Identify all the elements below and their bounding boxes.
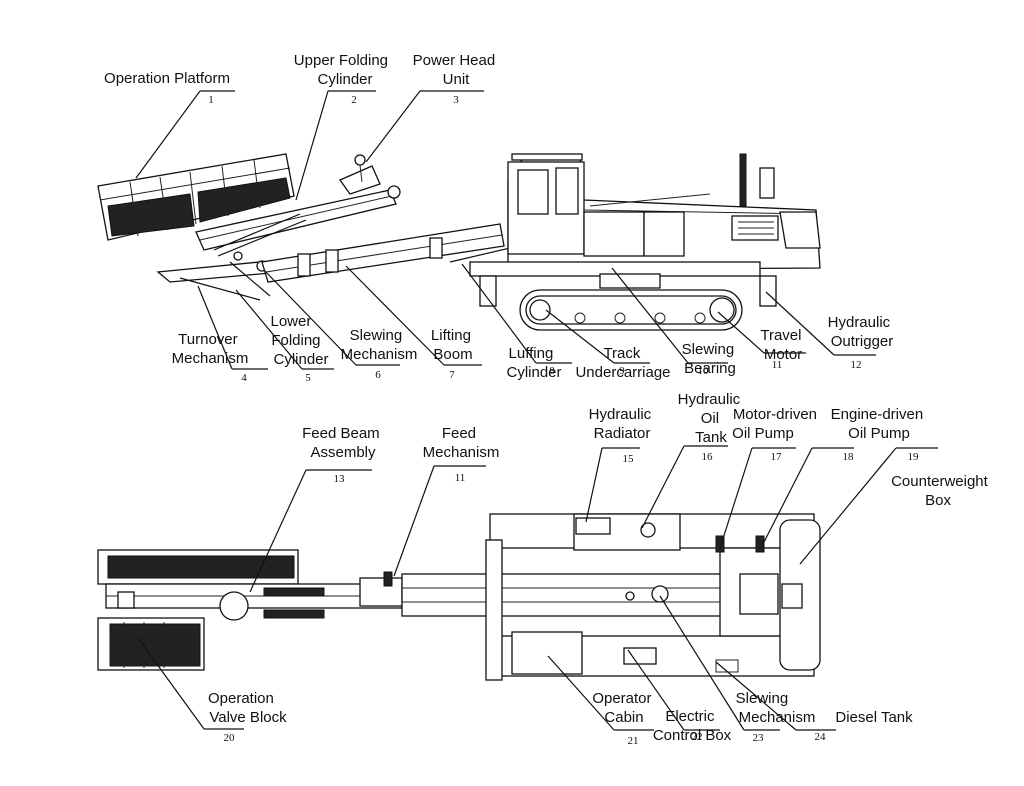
callout-number: 18 — [843, 451, 855, 463]
callout-lifting-boom: Lifting Boom — [431, 327, 475, 363]
callout-slewing-mechanism-side: Slewing Mechanism — [341, 327, 418, 363]
callout-number: 4 — [241, 372, 247, 384]
side-carrier-body — [507, 153, 821, 271]
callout-electric-control-box: Electric Control Box — [653, 708, 732, 744]
side-operation-platform — [97, 153, 295, 241]
callout-number: 1 — [208, 94, 214, 106]
callout-diesel-tank: Diesel Tank — [835, 709, 913, 726]
callout-turnover-mechanism: Turnover Mechanism — [172, 331, 249, 367]
side-lifting-boom — [261, 223, 511, 283]
callout-hydraulic-oil-tank: Hydraulic Oil Tank — [678, 391, 745, 446]
callout-number: 15 — [623, 453, 635, 465]
callout-number: 3 — [453, 94, 459, 106]
callout-number: 12 — [851, 359, 862, 371]
callout-number: 10 — [698, 365, 710, 377]
callouts: Operation Platform 1 Upper Folding Cylin… — [104, 52, 992, 747]
callout-number: 6 — [375, 369, 381, 381]
callout-power-head-unit: Power Head Unit — [413, 52, 500, 88]
callout-engine-driven-oil-pump: Engine-driven Oil Pump — [831, 406, 928, 442]
callout-number: 19 — [908, 451, 920, 463]
callout-number: 20 — [224, 732, 236, 744]
callout-number: 11 — [772, 359, 783, 371]
top-feed-beam — [105, 571, 407, 621]
side-track-undercarriage — [469, 261, 777, 331]
top-carrier — [485, 513, 821, 681]
callout-number: 23 — [753, 732, 765, 744]
callout-hydraulic-radiator: Hydraulic Radiator — [589, 406, 656, 442]
callout-operator-cabin: Operator Cabin — [592, 690, 655, 726]
top-view-drawing — [97, 513, 821, 681]
top-boom — [401, 573, 723, 617]
callout-number: 2 — [351, 94, 357, 106]
callout-hydraulic-outrigger: Hydraulic Outrigger — [828, 314, 895, 350]
callout-number: 16 — [702, 451, 714, 463]
callout-travel-motor: Travel Motor — [760, 327, 805, 363]
callout-counterweight-box: Counterweight Box — [891, 473, 992, 509]
callout-operation-valve-block: Operation Valve Block — [208, 690, 287, 726]
callout-feed-beam-assembly: Feed Beam Assembly — [302, 425, 384, 461]
callout-motor-driven-oil-pump: Motor-driven Oil Pump — [732, 406, 821, 442]
callout-upper-folding-cylinder: Upper Folding Cylinder — [294, 52, 392, 88]
callout-number: 11 — [455, 472, 466, 484]
callout-feed-mechanism: Feed Mechanism — [423, 425, 500, 461]
leader-lines — [135, 90, 938, 731]
callout-number: 5 — [305, 372, 311, 384]
callout-number: 22 — [692, 731, 703, 743]
callout-number: 7 — [449, 369, 455, 381]
callout-operation-platform: Operation Platform — [104, 70, 230, 87]
callout-lower-folding-cylinder: Lower Folding Cylinder — [270, 313, 328, 368]
callout-number: 8 — [549, 365, 555, 377]
callout-track-undercarriage: Track Undercarriage — [575, 345, 670, 381]
top-operation-platform — [97, 549, 299, 671]
callout-number: 13 — [334, 473, 346, 485]
callout-luffing-cylinder: Luffing Cylinder — [506, 345, 561, 381]
callout-number: 17 — [771, 451, 783, 463]
callout-number: 9 — [619, 365, 625, 377]
callout-number: 24 — [815, 731, 827, 743]
side-view-drawing — [97, 153, 821, 331]
callout-slewing-mechanism-top: Slewing Mechanism — [736, 690, 816, 726]
callout-number: 21 — [628, 735, 639, 747]
callout-slewing-bearing: Slewing Bearing — [682, 341, 739, 377]
side-feed-beam — [195, 154, 401, 251]
